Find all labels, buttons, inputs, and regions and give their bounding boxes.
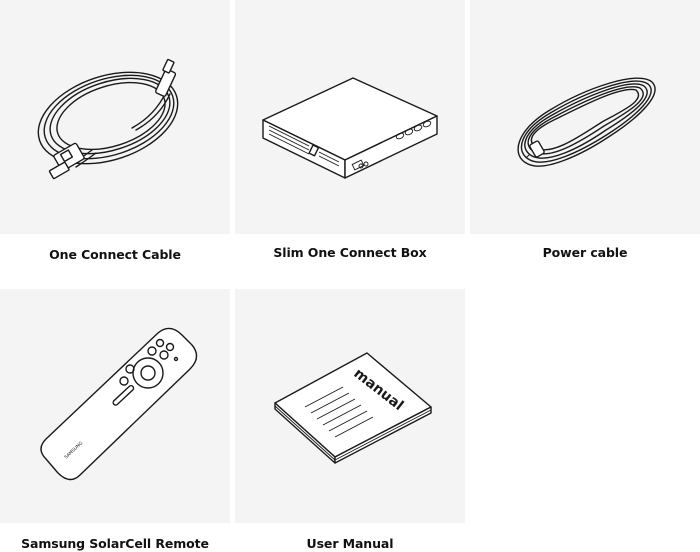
remote-icon: SAMSUNG	[40, 327, 198, 481]
item-tile-solarcell-remote: SAMSUNG	[0, 289, 230, 523]
item-tile-user-manual: manual	[235, 289, 465, 523]
item-label: Samsung SolarCell Remote	[21, 536, 209, 551]
item-tile-power-cable	[470, 0, 700, 234]
item-label: Slim One Connect Box	[273, 245, 427, 260]
cable-icon	[37, 58, 179, 180]
item-label: One Connect Cable	[49, 247, 181, 262]
item-tile-one-connect-cable	[0, 0, 230, 234]
item-label: Power cable	[542, 245, 628, 260]
box-icon	[262, 77, 438, 179]
item-label: User Manual	[306, 536, 394, 551]
item-tile-slim-one-connect-box	[235, 0, 465, 234]
manual-icon: manual	[274, 352, 432, 464]
coiled-cable-icon	[517, 77, 656, 167]
